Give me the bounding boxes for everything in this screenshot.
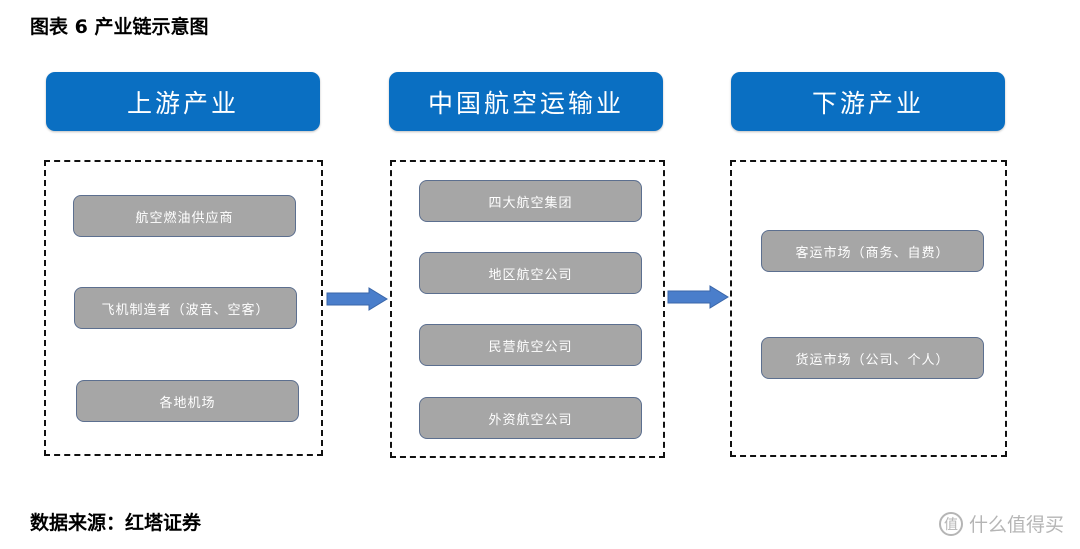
upstream-group-box bbox=[44, 160, 323, 456]
node-fuel-supplier: 航空燃油供应商 bbox=[73, 195, 296, 237]
node-aircraft-maker: 飞机制造者（波音、空客） bbox=[74, 287, 297, 329]
node-private-airlines: 民营航空公司 bbox=[419, 324, 642, 366]
node-passenger-market: 客运市场（商务、自费） bbox=[761, 230, 984, 272]
watermark-text: 什么值得买 bbox=[968, 514, 1064, 536]
arrow-aviation-to-downstream bbox=[667, 285, 729, 309]
header-downstream: 下游产业 bbox=[731, 72, 1005, 131]
arrow-upstream-to-aviation bbox=[326, 287, 388, 311]
figure-title: 图表 6 产业链示意图 bbox=[30, 16, 209, 38]
watermark: 值 什么值得买 bbox=[938, 510, 1064, 537]
watermark-logo-icon: 值 bbox=[938, 511, 963, 536]
node-airports: 各地机场 bbox=[76, 380, 299, 422]
header-aviation: 中国航空运输业 bbox=[389, 72, 663, 131]
node-regional-airlines: 地区航空公司 bbox=[419, 252, 642, 294]
header-upstream: 上游产业 bbox=[46, 72, 320, 131]
aviation-group-box bbox=[390, 160, 665, 458]
node-cargo-market: 货运市场（公司、个人） bbox=[761, 337, 984, 379]
node-foreign-airlines: 外资航空公司 bbox=[419, 397, 642, 439]
node-big-four-groups: 四大航空集团 bbox=[419, 180, 642, 222]
source-note: 数据来源：红塔证券 bbox=[30, 512, 202, 534]
downstream-group-box bbox=[730, 160, 1007, 457]
